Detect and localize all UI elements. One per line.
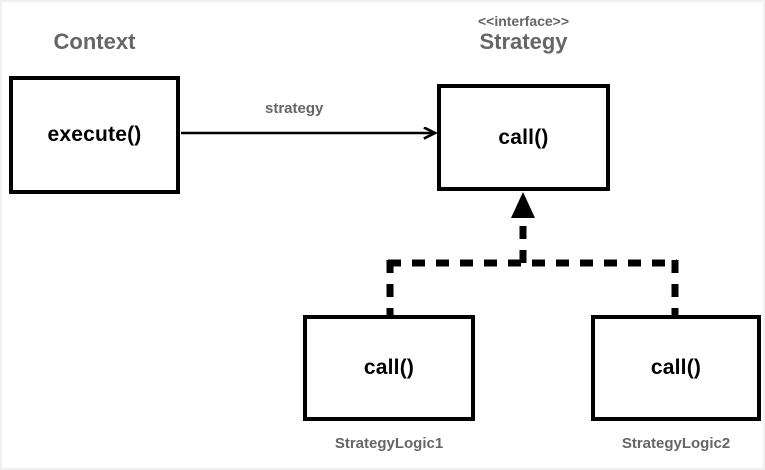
operation-call-logic1: call() [363,356,415,379]
class-box-strategy[interactable]: call() [437,84,610,191]
operation-call-logic2: call() [650,356,702,379]
class-box-context[interactable]: execute() [9,76,180,194]
class-name-strategy: Strategy [479,28,568,54]
class-title-strategy: <<interface>> Strategy [437,13,610,54]
operation-call-strategy: call() [498,125,549,149]
edge-label-strategy: strategy [265,100,324,117]
class-title-context: Context [9,29,180,55]
realization-edge-group [386,192,679,315]
class-name-context: Context [53,29,136,54]
operation-execute: execute() [47,123,142,146]
class-box-strategylogic2[interactable]: call() [591,315,761,421]
class-name-strategylogic1: StrategyLogic1 [334,435,444,452]
class-box-strategylogic1[interactable]: call() [303,315,475,421]
realization-triangle-arrowhead [511,192,535,218]
class-name-strategylogic2: StrategyLogic2 [621,435,731,452]
stereotype-interface: <<interface>> [477,13,570,29]
